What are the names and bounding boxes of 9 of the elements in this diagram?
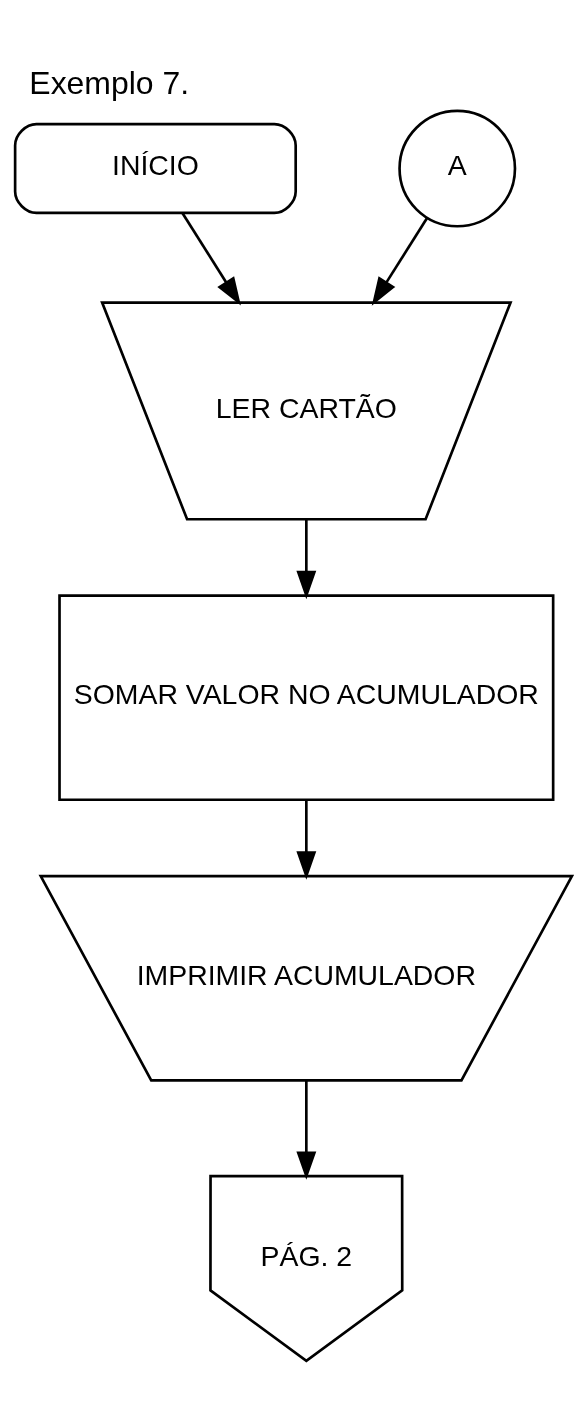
diagram-title: Exemplo 7. bbox=[29, 64, 190, 101]
node-box: INÍCIO bbox=[13, 122, 297, 214]
arrow bbox=[296, 799, 317, 880]
arrow bbox=[296, 519, 317, 599]
node-box: SOMAR VALOR NO ACUMULADOR bbox=[58, 593, 555, 801]
node-circle: A bbox=[398, 109, 517, 228]
arrow bbox=[296, 1080, 317, 1180]
arrow bbox=[181, 211, 241, 306]
arrow bbox=[371, 216, 429, 306]
